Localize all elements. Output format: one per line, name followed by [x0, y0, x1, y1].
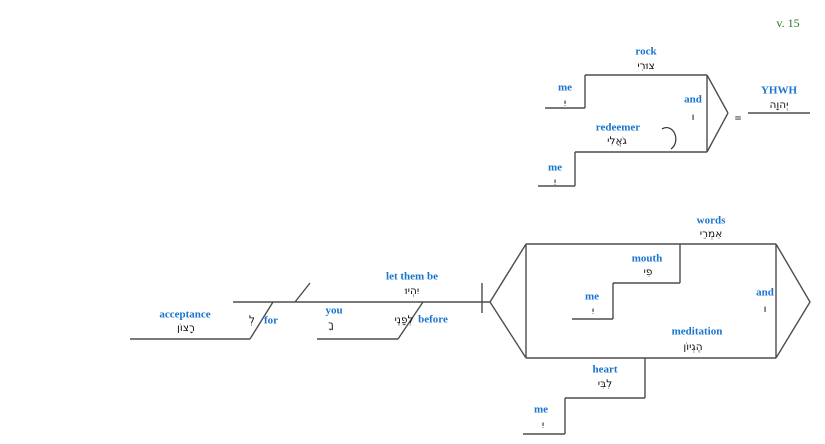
- rock-gloss: rock: [635, 45, 657, 58]
- redeemer-gloss: redeemer: [595, 121, 641, 134]
- top-diagram-lines: [538, 74, 810, 187]
- equals-sign: =: [734, 111, 742, 125]
- bottom-and-gloss: and: [756, 286, 774, 299]
- rock-hebrew: צוּרִי: [637, 59, 655, 72]
- words-hebrew: אִמְרֵי: [699, 227, 723, 240]
- verb-gloss: let them be: [386, 270, 438, 283]
- top-and-hebrew: ו: [691, 110, 695, 123]
- for-gloss: for: [263, 314, 279, 327]
- for-hebrew: לְ: [249, 313, 255, 326]
- verb-hebrew: יִהְיוּ: [404, 284, 420, 297]
- rock-me-hebrew: יִ: [563, 96, 567, 109]
- bottom-diagram-lines: [130, 243, 811, 435]
- meditation-gloss: meditation: [671, 325, 723, 338]
- apposition-arc: [661, 126, 677, 150]
- redeemer-me-hebrew: יִ: [553, 175, 557, 188]
- you-hebrew: ךָ: [328, 318, 334, 331]
- words-gloss: words: [696, 214, 726, 227]
- bottom-and-hebrew: ו: [763, 302, 767, 315]
- before-gloss: before: [418, 313, 448, 326]
- acceptance-gloss: acceptance: [159, 308, 211, 321]
- you-gloss: you: [325, 304, 343, 317]
- heart-gloss: heart: [592, 363, 618, 376]
- redeemer-me-gloss: me: [547, 161, 563, 174]
- before-hebrew: לְפָנֶי: [394, 313, 414, 326]
- verse-reference: v. 15: [776, 16, 800, 30]
- heart-me-hebrew: יִ: [541, 418, 545, 431]
- mouth-me-gloss: me: [584, 290, 600, 303]
- meditation-hebrew: הֶגְיוֹן: [683, 340, 703, 353]
- heart-me-gloss: me: [533, 403, 549, 416]
- yhwh-hebrew: יְהוָה: [769, 98, 789, 111]
- top-and-gloss: and: [684, 93, 702, 106]
- mouth-me-hebrew: יִ: [591, 304, 595, 317]
- mouth-gloss: mouth: [631, 252, 663, 265]
- mouth-hebrew: פִי: [643, 265, 653, 278]
- heart-hebrew: לִבִּי: [597, 377, 613, 390]
- rock-me-gloss: me: [557, 81, 573, 94]
- yhwh-gloss: YHWH: [760, 84, 798, 97]
- redeemer-hebrew: גֹאֲלִי: [607, 134, 627, 147]
- acceptance-hebrew: רָצוֹן: [177, 321, 195, 334]
